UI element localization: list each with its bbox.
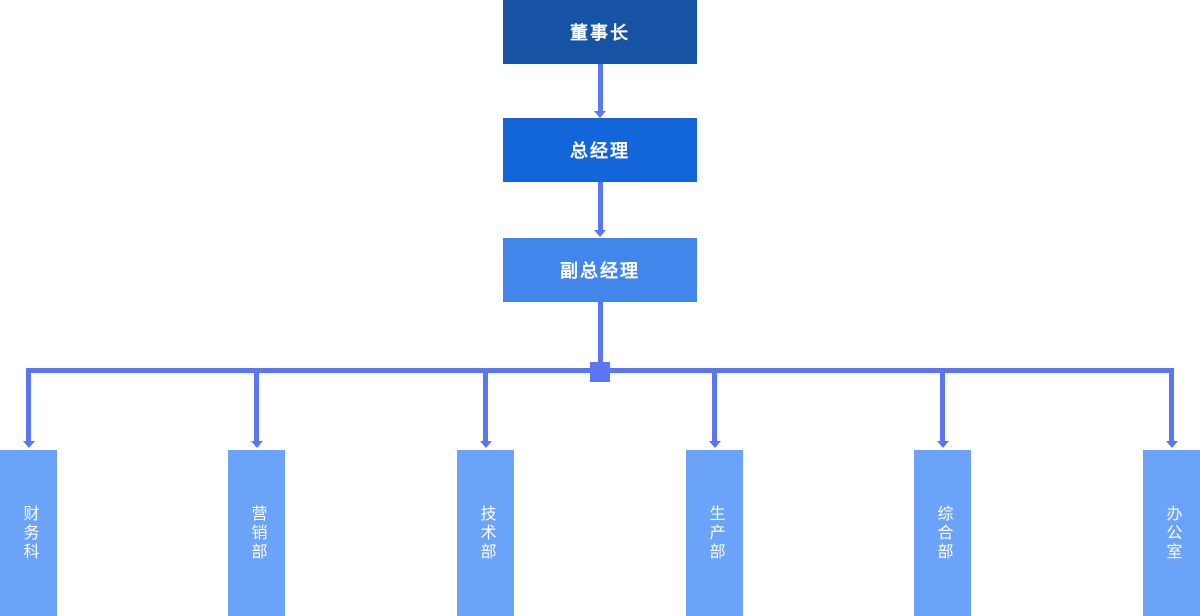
- org-node-chairman-label: 董事长: [570, 23, 630, 43]
- dept-node-label: 技术部: [477, 504, 495, 562]
- org-node-chairman[interactable]: 董事长: [503, 0, 697, 64]
- dept-node-label: 生产部: [706, 504, 724, 562]
- connector-drop-marketing: [254, 370, 259, 442]
- connector-gm-to-dgm: [597, 182, 603, 231]
- dept-node-production[interactable]: 生产部: [686, 450, 743, 616]
- dept-node-label: 营销部: [248, 504, 266, 562]
- arrow-down-icon: [594, 230, 606, 237]
- connector-drop-technology: [483, 370, 488, 442]
- org-node-general-manager[interactable]: 总经理: [503, 118, 697, 182]
- dept-node-label: 综合部: [934, 504, 952, 562]
- connector-chairman-to-gm: [597, 64, 603, 112]
- arrow-down-icon: [708, 441, 721, 448]
- dept-node-general-affairs[interactable]: 综合部: [914, 450, 971, 616]
- connector-drop-production: [712, 370, 717, 442]
- arrow-down-icon: [1165, 441, 1178, 448]
- arrow-down-icon: [479, 441, 492, 448]
- arrow-down-icon: [936, 441, 949, 448]
- connector-dgm-to-bus: [597, 302, 603, 368]
- connector-junction-node: [590, 362, 610, 382]
- arrow-down-icon: [22, 441, 35, 448]
- dept-node-marketing[interactable]: 营销部: [228, 450, 285, 616]
- dept-node-office[interactable]: 办公室: [1143, 450, 1200, 616]
- org-node-general-manager-label: 总经理: [570, 141, 630, 161]
- arrow-down-icon: [594, 111, 606, 118]
- org-node-deputy-general-manager-label: 副总经理: [560, 261, 640, 281]
- dept-node-label: 财务科: [20, 504, 38, 562]
- dept-node-finance-section[interactable]: 财务科: [0, 450, 57, 616]
- org-node-deputy-general-manager[interactable]: 副总经理: [503, 238, 697, 302]
- dept-node-technology[interactable]: 技术部: [457, 450, 514, 616]
- connector-drop-office: [1169, 370, 1174, 442]
- connector-drop-general-affairs: [940, 370, 945, 442]
- arrow-down-icon: [250, 441, 263, 448]
- connector-drop-finance: [26, 370, 31, 442]
- dept-node-label: 办公室: [1163, 504, 1181, 562]
